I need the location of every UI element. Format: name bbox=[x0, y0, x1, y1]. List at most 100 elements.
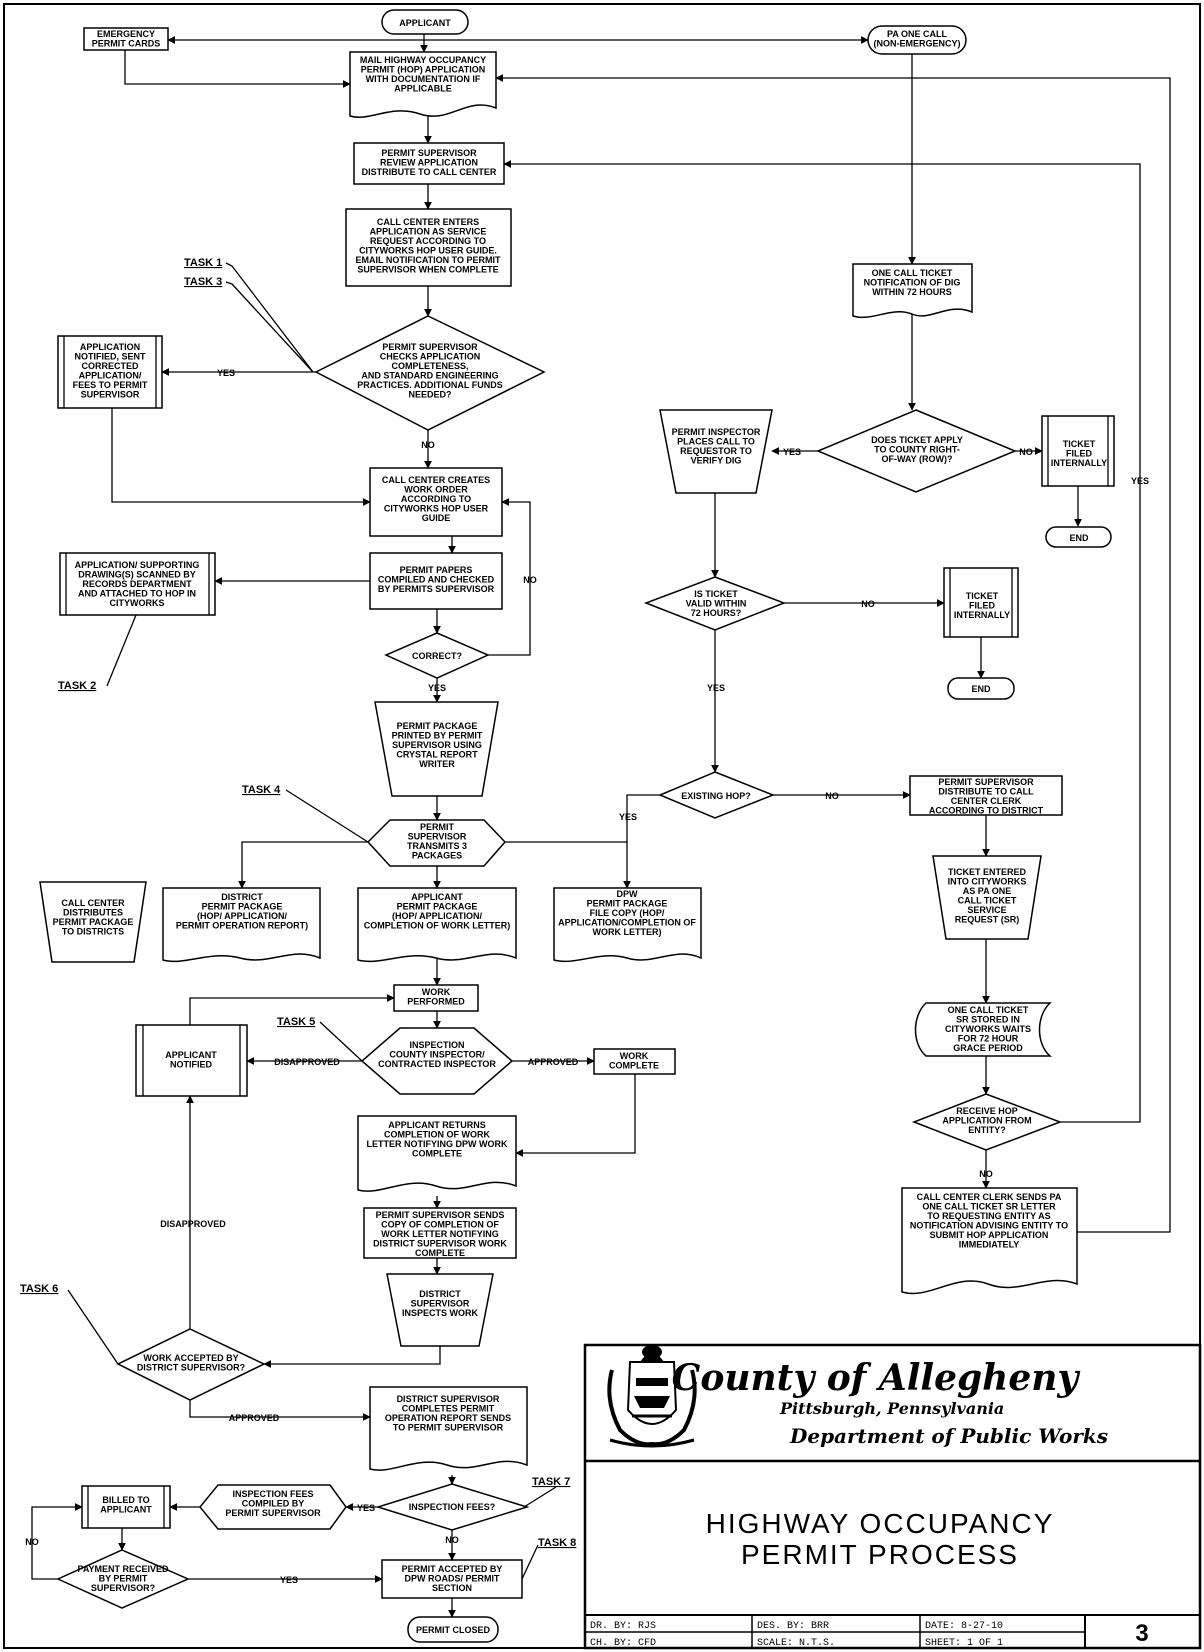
edge-no-payment: NO bbox=[25, 1537, 39, 1547]
edge-yes-notified: YES bbox=[217, 368, 235, 378]
label-existing-hop: EXISTING HOP? bbox=[681, 791, 751, 801]
correct-decision: CORRECT? bbox=[384, 632, 490, 679]
title-line-1: HIGHWAY OCCUPANCY bbox=[706, 1508, 1055, 1539]
edge-yes-ticket-apply: YES bbox=[783, 447, 801, 457]
sheet: SHEET: 1 OF 1 bbox=[925, 1638, 1003, 1649]
edge-yes-ticket-valid: YES bbox=[707, 683, 725, 693]
task-4-label: TASK 4 bbox=[242, 784, 281, 796]
label-correct: CORRECT? bbox=[412, 651, 462, 661]
task-3-label: TASK 3 bbox=[184, 276, 222, 288]
title-block: County of Allegheny Pittsburgh, Pennsylv… bbox=[583, 1343, 1202, 1650]
label-pa-one-call: PA ONE CALL(NON-EMERGENCY) bbox=[874, 29, 961, 48]
edge-approved-inspection: APPROVED bbox=[528, 1057, 579, 1067]
edge-approved-accepted: APPROVED bbox=[229, 1413, 280, 1423]
sheet-number: 3 bbox=[1135, 1620, 1148, 1647]
designed-by: DES. BY: BRR bbox=[757, 1621, 829, 1632]
inspection-fees-decision: INSPECTION FEES? bbox=[375, 1483, 530, 1531]
connectors bbox=[31, 34, 1171, 1618]
task-leaders bbox=[67, 262, 557, 1580]
county-city: Pittsburgh, Pennsylvania bbox=[779, 1399, 1004, 1418]
label-applicant: APPLICANT bbox=[399, 18, 451, 28]
task-1-label: TASK 1 bbox=[184, 257, 222, 269]
task-6-label: TASK 6 bbox=[20, 1283, 58, 1295]
label-inspection-fees: INSPECTION FEES? bbox=[409, 1502, 496, 1512]
edge-yes-fees: YES bbox=[357, 1503, 375, 1513]
county-name: County of Allegheny bbox=[672, 1357, 1081, 1399]
date: DATE: 8-27-10 bbox=[925, 1621, 1003, 1632]
title-line-2: PERMIT PROCESS bbox=[741, 1539, 1019, 1570]
end-terminal-2: END bbox=[947, 677, 1015, 700]
edge-no-receive: NO bbox=[979, 1169, 993, 1179]
label-end-2: END bbox=[971, 684, 991, 694]
permit-closed-terminal: PERMIT CLOSED bbox=[407, 1616, 499, 1643]
edge-no-existing: NO bbox=[825, 791, 839, 801]
end-terminal-1: END bbox=[1045, 526, 1112, 548]
edge-disapproved-accepted: DISAPPROVED bbox=[160, 1219, 226, 1229]
label-permit-closed: PERMIT CLOSED bbox=[416, 1625, 491, 1635]
existing-hop-decision: EXISTING HOP? bbox=[658, 771, 776, 819]
task-2-label: TASK 2 bbox=[58, 680, 96, 692]
checked-by: CH. BY: CFD bbox=[590, 1638, 656, 1649]
edge-yes-existing: YES bbox=[619, 812, 637, 822]
edge-no-correct: NO bbox=[523, 575, 537, 585]
edge-labels: YES NO NO YES YES DISAPPROVED APPROVED D… bbox=[25, 368, 1149, 1585]
